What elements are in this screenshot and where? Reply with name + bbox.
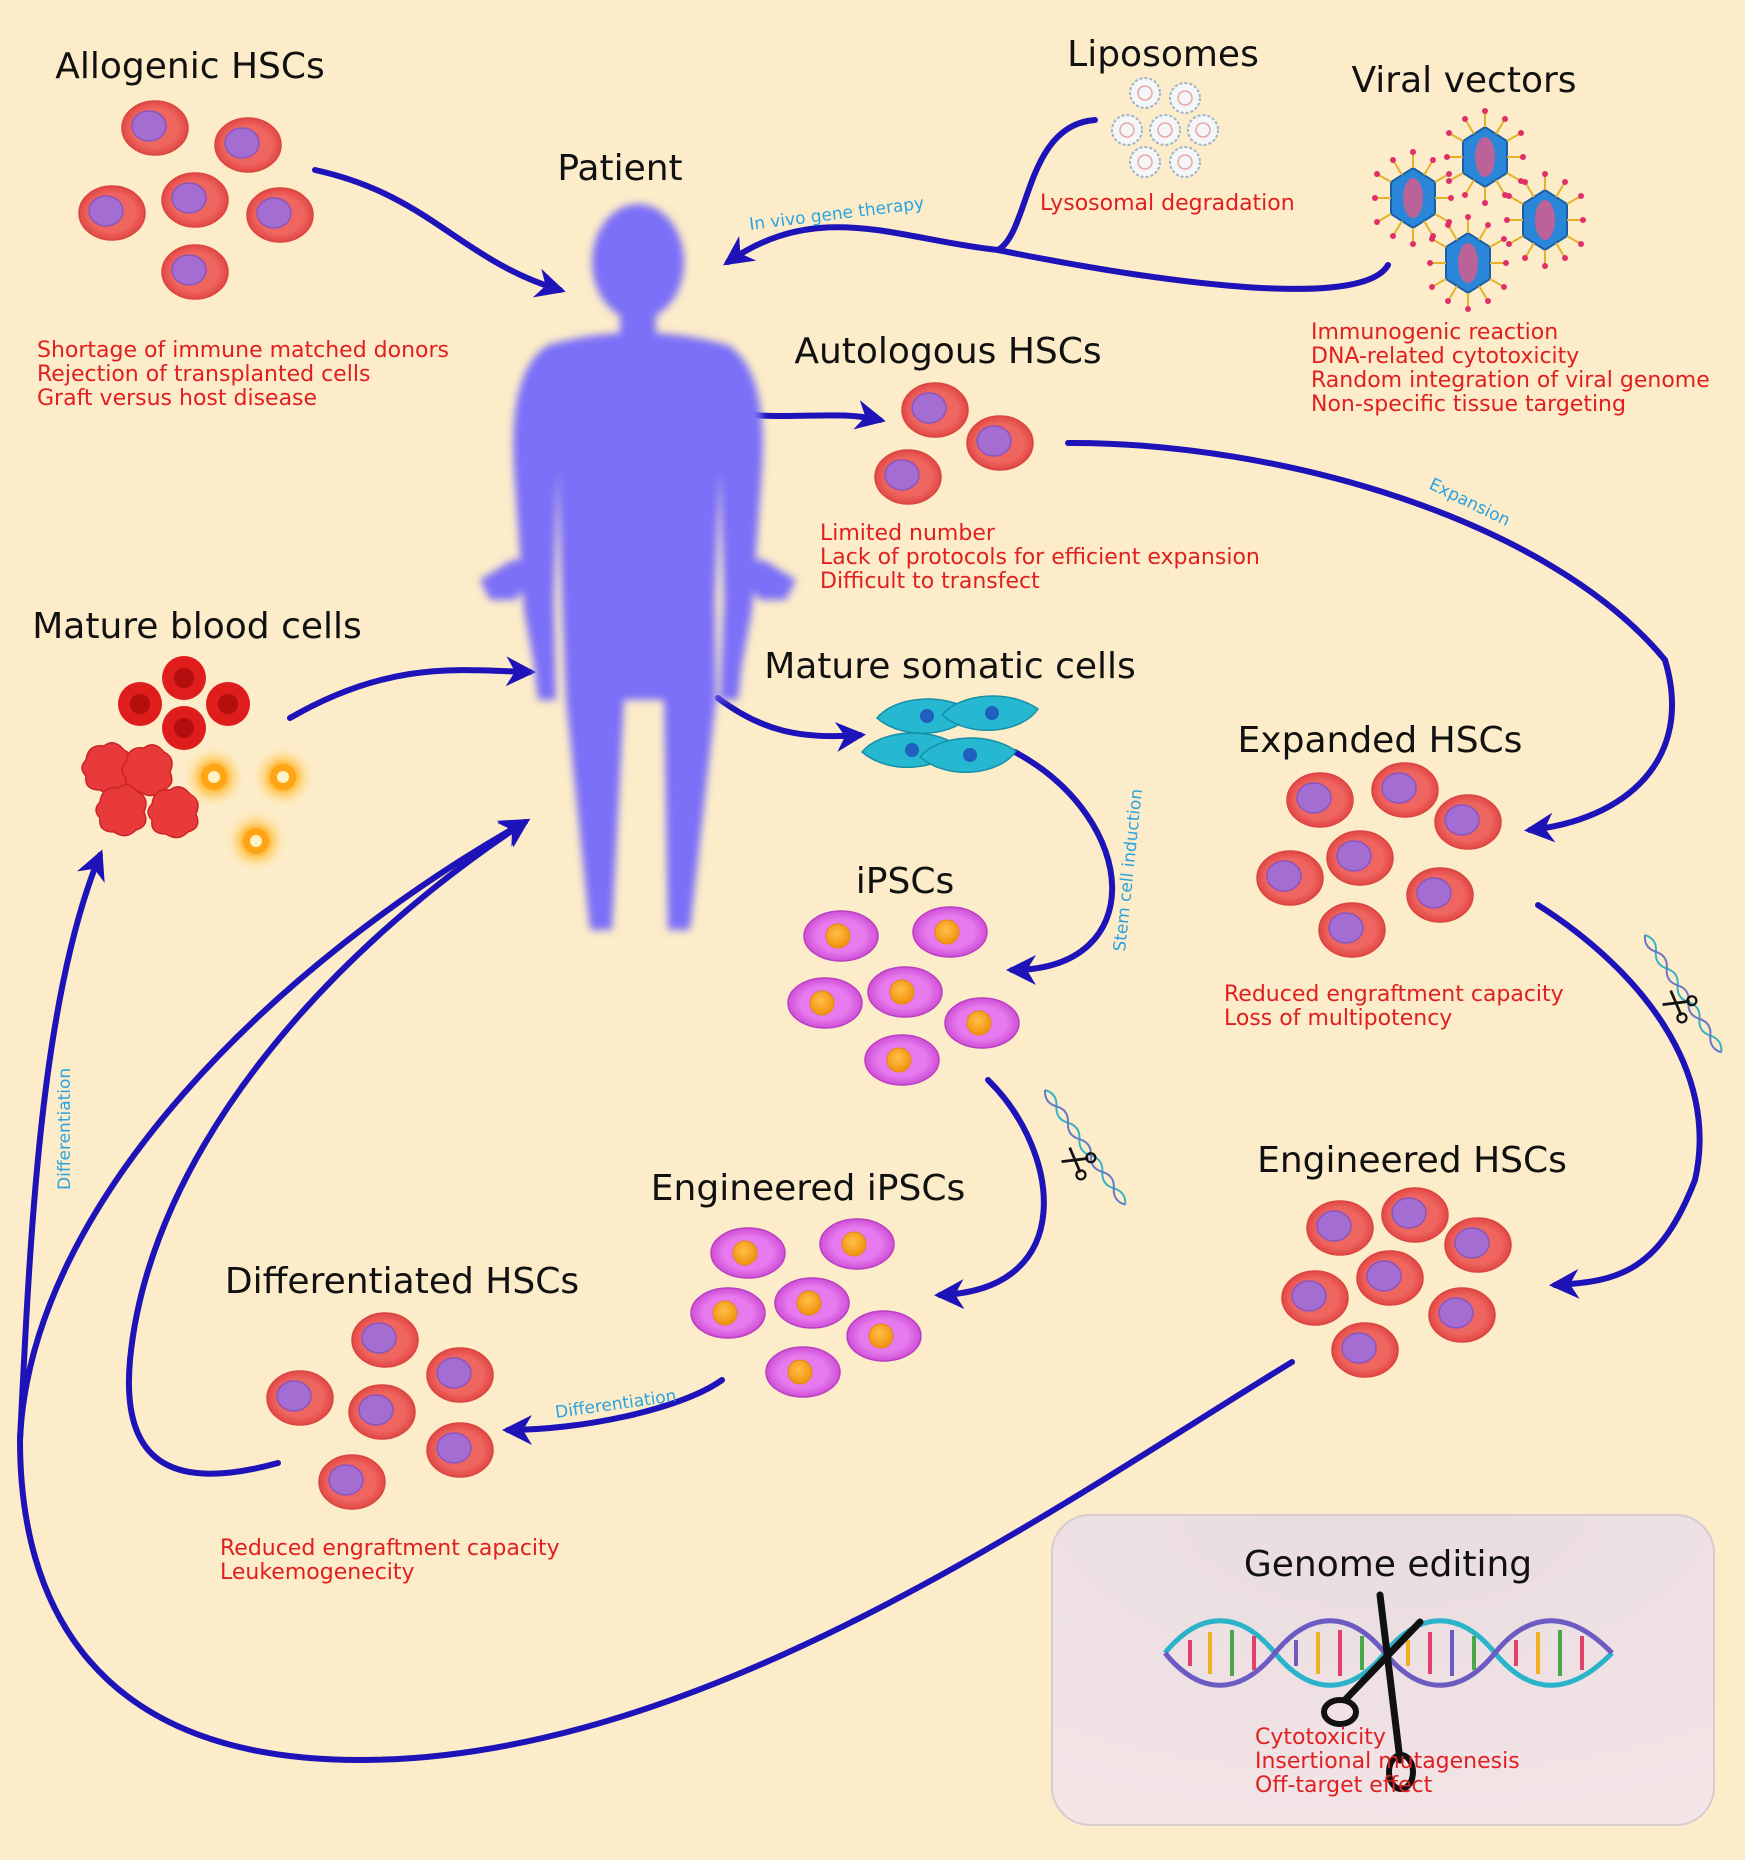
issue-autologous-3: Difficult to transfect bbox=[820, 569, 1040, 594]
issue-allogenic-1: Shortage of immune matched donors bbox=[37, 338, 449, 363]
arrow-eng-ipscs-to-diff-hscs bbox=[502, 1377, 725, 1445]
issue-allogenic-3: Graft versus host disease bbox=[37, 386, 317, 411]
title-somatic: Mature somatic cells bbox=[764, 646, 1136, 687]
label-differentiation-left: Differentiation bbox=[55, 1068, 75, 1190]
arrow-patient-to-somatic bbox=[715, 695, 866, 752]
arrow-autologous-to-expanded bbox=[1065, 439, 1676, 843]
title-autologous: Autologous HSCs bbox=[794, 331, 1101, 372]
arrow-viral-to-patient bbox=[995, 247, 1391, 292]
issue-allogenic-2: Rejection of transplanted cells bbox=[37, 362, 370, 387]
arrow-eng-hscs-to-patient bbox=[16, 819, 1295, 1764]
issue-autologous-1: Limited number bbox=[820, 521, 996, 546]
issue-liposomes-1: Lysosomal degradation bbox=[1040, 191, 1295, 216]
arrows bbox=[16, 117, 1703, 1764]
title-liposomes: Liposomes bbox=[1067, 34, 1259, 75]
title-engineered-hscs: Engineered HSCs bbox=[1257, 1140, 1567, 1181]
autologous-hscs-cells bbox=[874, 382, 1034, 505]
expanded-hscs-cells bbox=[1256, 762, 1502, 958]
title-expanded: Expanded HSCs bbox=[1238, 720, 1523, 761]
dna-helix-icon bbox=[1640, 931, 1726, 1056]
issue-viral-3: Random integration of viral genome bbox=[1311, 368, 1710, 393]
issue-genome-3: Off-target effect bbox=[1255, 1773, 1433, 1798]
dna-helix-icon bbox=[1040, 1086, 1130, 1208]
allogenic-hscs-cells bbox=[78, 100, 314, 300]
patient-figure bbox=[480, 204, 796, 930]
human-silhouette-icon bbox=[480, 204, 796, 930]
title-ipscs: iPSCs bbox=[856, 861, 954, 902]
issue-autologous-2: Lack of protocols for efficient expansio… bbox=[820, 545, 1260, 570]
title-viral-vectors: Viral vectors bbox=[1351, 60, 1576, 101]
scissors-icon bbox=[1321, 1591, 1424, 1792]
arrow-expanded-to-eng-hscs bbox=[1535, 902, 1703, 1299]
issue-expanded-1: Reduced engraftment capacity bbox=[1224, 982, 1564, 1007]
title-genome-editing: Genome editing bbox=[1244, 1544, 1532, 1585]
issue-viral-1: Immunogenic reaction bbox=[1311, 320, 1558, 345]
differentiated-hscs-cells bbox=[266, 1312, 494, 1510]
arrow-ipscs-to-eng-ipscs bbox=[934, 1077, 1047, 1310]
liposome-icon bbox=[1111, 77, 1219, 178]
title-differentiated: Differentiated HSCs bbox=[225, 1261, 579, 1302]
genome-editing-panel bbox=[1051, 1514, 1715, 1826]
mature-blood-cells-icons bbox=[81, 656, 313, 871]
title-mature-blood: Mature blood cells bbox=[32, 606, 362, 647]
platelet-icon bbox=[81, 742, 199, 839]
title-engineered-ipscs: Engineered iPSCs bbox=[651, 1168, 965, 1209]
issue-viral-2: DNA-related cytotoxicity bbox=[1311, 344, 1579, 369]
scissors-icon bbox=[1057, 1140, 1099, 1183]
arrow-blood-to-patient bbox=[287, 656, 536, 721]
arrow-differentiation-to-blood bbox=[17, 849, 105, 1443]
arrow-allogenic-to-patient bbox=[312, 167, 566, 298]
engineered-ipscs-cells bbox=[690, 1218, 922, 1398]
issue-genome-1: Cytotoxicity bbox=[1255, 1725, 1386, 1750]
title-allogenic: Allogenic HSCs bbox=[55, 46, 325, 87]
arrow-somatic-to-ipscs bbox=[1006, 749, 1116, 985]
issue-expanded-2: Loss of multipotency bbox=[1224, 1006, 1452, 1031]
leukocyte-icon bbox=[184, 747, 313, 871]
label-stem-cell-induction: Stem cell induction bbox=[1110, 788, 1147, 953]
arrow-diff-hscs-to-patient bbox=[125, 818, 531, 1477]
title-patient: Patient bbox=[557, 148, 682, 189]
ipscs-cells bbox=[787, 906, 1020, 1086]
somatic-cell-icon bbox=[861, 695, 1039, 774]
red-blood-cell-icon bbox=[118, 656, 250, 750]
issue-genome-2: Insertional mutagenesis bbox=[1255, 1749, 1520, 1774]
arrow-liposomes-to-patient bbox=[723, 117, 1098, 266]
viral-vector-icon bbox=[1371, 107, 1587, 313]
issue-differentiated-2: Leukemogenecity bbox=[220, 1560, 415, 1585]
issue-differentiated-1: Reduced engraftment capacity bbox=[220, 1536, 560, 1561]
engineered-hscs-cells bbox=[1281, 1187, 1512, 1378]
issue-viral-4: Non-specific tissue targeting bbox=[1311, 392, 1626, 417]
